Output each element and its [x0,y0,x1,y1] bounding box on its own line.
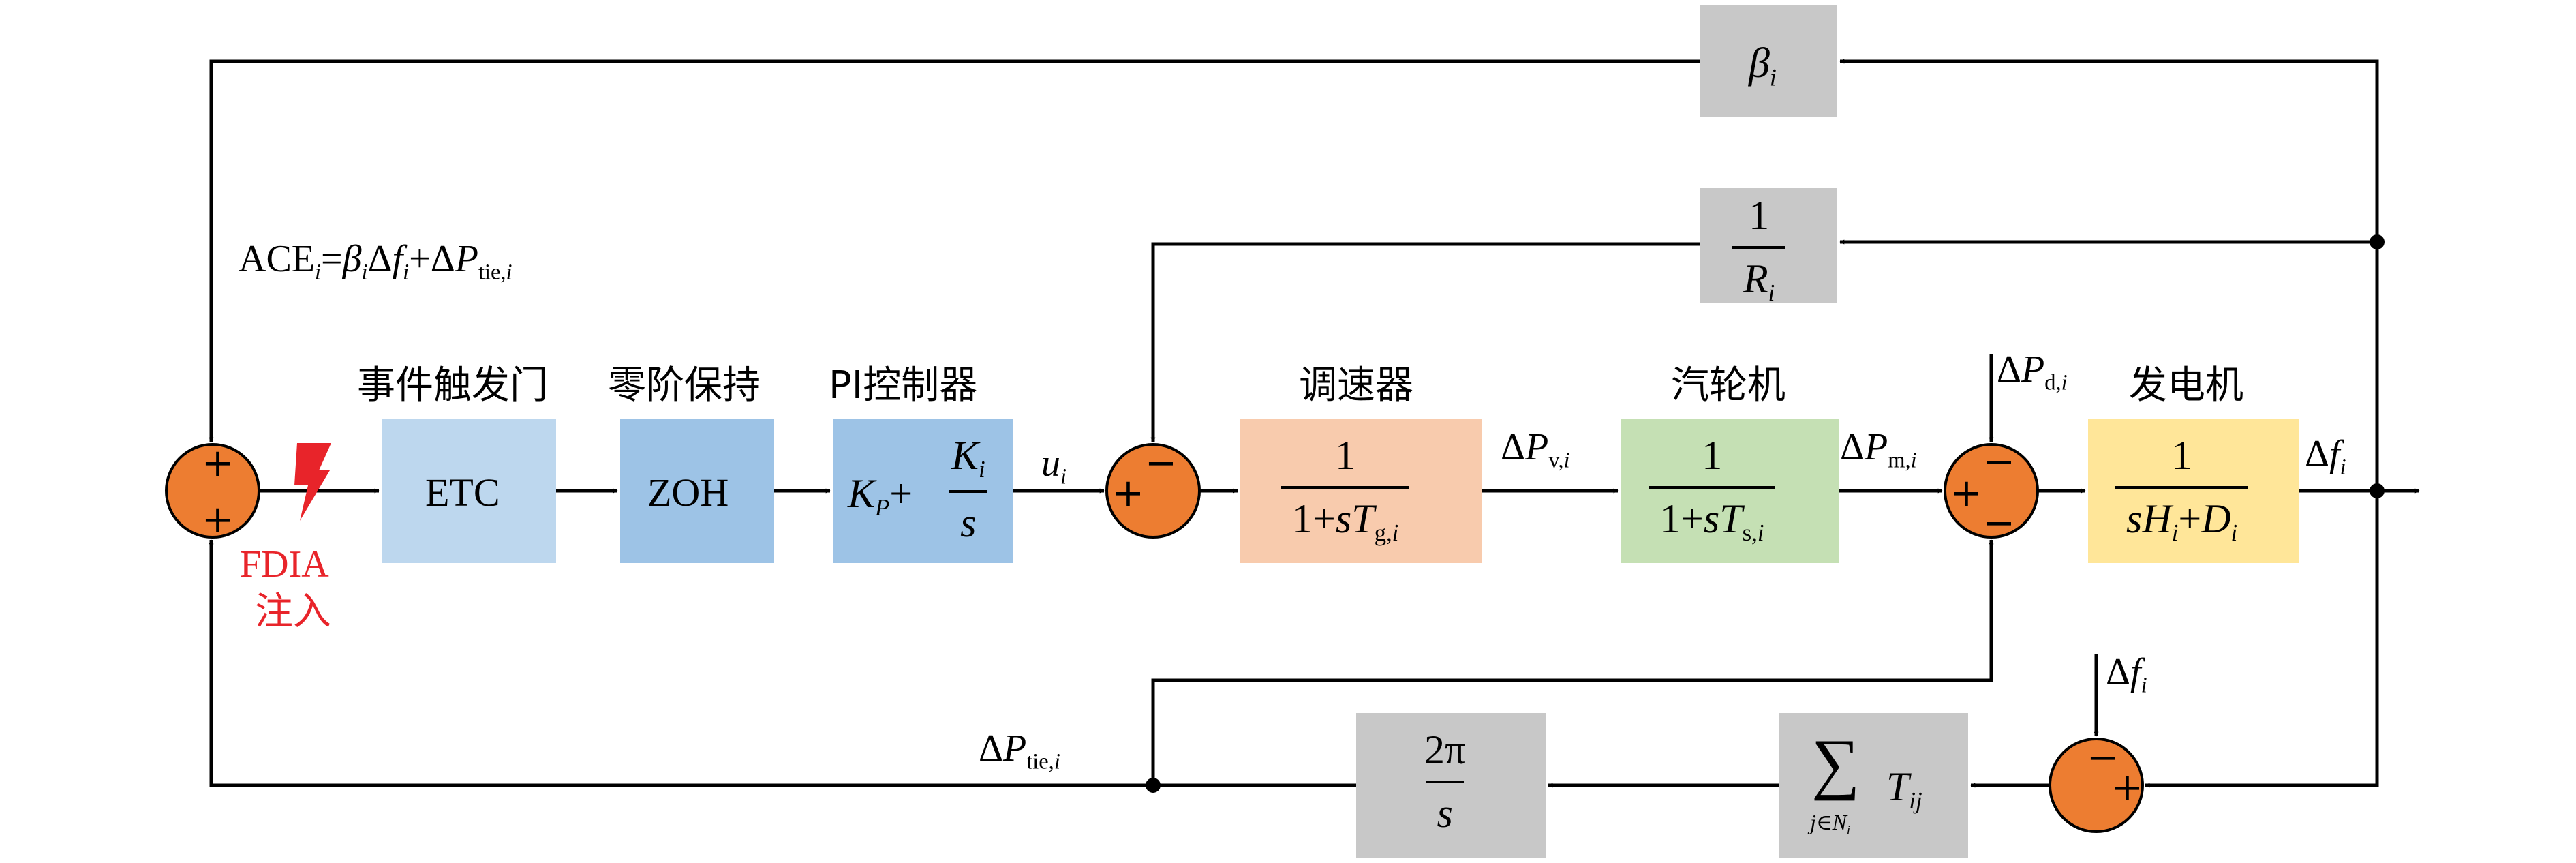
zoh-block-label: ZOH [647,470,729,515]
beta-block [1700,5,1837,117]
turbine-block [1621,419,1839,563]
generator-transfer: 1 sHi+Di [2115,432,2249,547]
neighbor-freq-deviation-label: Δfi [2106,651,2147,698]
pi-transfer-kp: KP+ [848,471,913,521]
pi-transfer-ki-over-s: Ki s [940,432,996,547]
load-disturbance-label: ΔPd,i [1997,348,2068,395]
power-node-minus-bottom: − [1983,501,2015,545]
control-signal-label: ui [1041,442,1067,489]
governor-title: 调速器 [1299,363,1413,408]
ace-equation: ACEi=βiΔfi+ΔPtie,i [239,238,512,285]
zoh-title: 零阶保持 [608,363,761,408]
tie-line-sum-term: Tij [1886,764,1922,815]
lightning-bolt-icon [294,443,331,521]
junction-dot [1146,778,1161,793]
tie-line-sum-index: j∈Ni [1810,810,1851,838]
junction-dot [2370,483,2385,498]
signal-lines [209,59,2420,788]
power-node-minus-top: − [1983,440,2015,484]
valve-power-label: ΔPv,i [1501,426,1570,473]
freq-deviation-output-label: Δfi [2305,433,2346,480]
generator-block [2088,419,2299,563]
mechanical-power-label: ΔPm,i [1840,426,1917,473]
beta-block-label: βi [1749,40,1777,91]
freq-node-plus-right: + [2111,766,2143,810]
fdia-label: FDIA [240,543,329,586]
etc-title: 事件触发门 [357,363,548,408]
turbine-transfer: 1 1+sTs,i [1649,432,1775,547]
ctrl-node-minus-top: − [1145,441,1177,485]
droop-transfer: 1 Ri [1732,192,1786,307]
droop-block [1700,188,1837,303]
generator-title: 发电机 [2129,363,2243,408]
power-node-plus-left: + [1950,471,1982,515]
governor-block [1240,419,1482,563]
tie-line-power-label: ΔPtie,i [979,727,1060,774]
etc-block [382,419,556,563]
fdia-inject-label: 注入 [255,590,331,634]
zoh-block [620,419,774,563]
ace-node-plus-bottom: + [202,498,234,542]
junction-dot [2370,234,2385,249]
tie-line-sum-symbol: ∑ [1811,725,1860,801]
ctrl-node-plus-left: + [1112,471,1144,515]
freq-node-minus-top: − [2087,736,2119,780]
tie-line-sum-block [1779,713,1968,858]
two-pi-over-s-transfer: 2π s [1424,727,1466,836]
pi-title: PI控制器 [829,363,978,408]
two-pi-over-s-block [1356,713,1546,858]
etc-block-label: ETC [425,470,500,515]
governor-transfer: 1 1+sTg,i [1281,432,1410,547]
ace-node-plus-top: + [202,441,234,485]
turbine-title: 汽轮机 [1671,363,1785,408]
